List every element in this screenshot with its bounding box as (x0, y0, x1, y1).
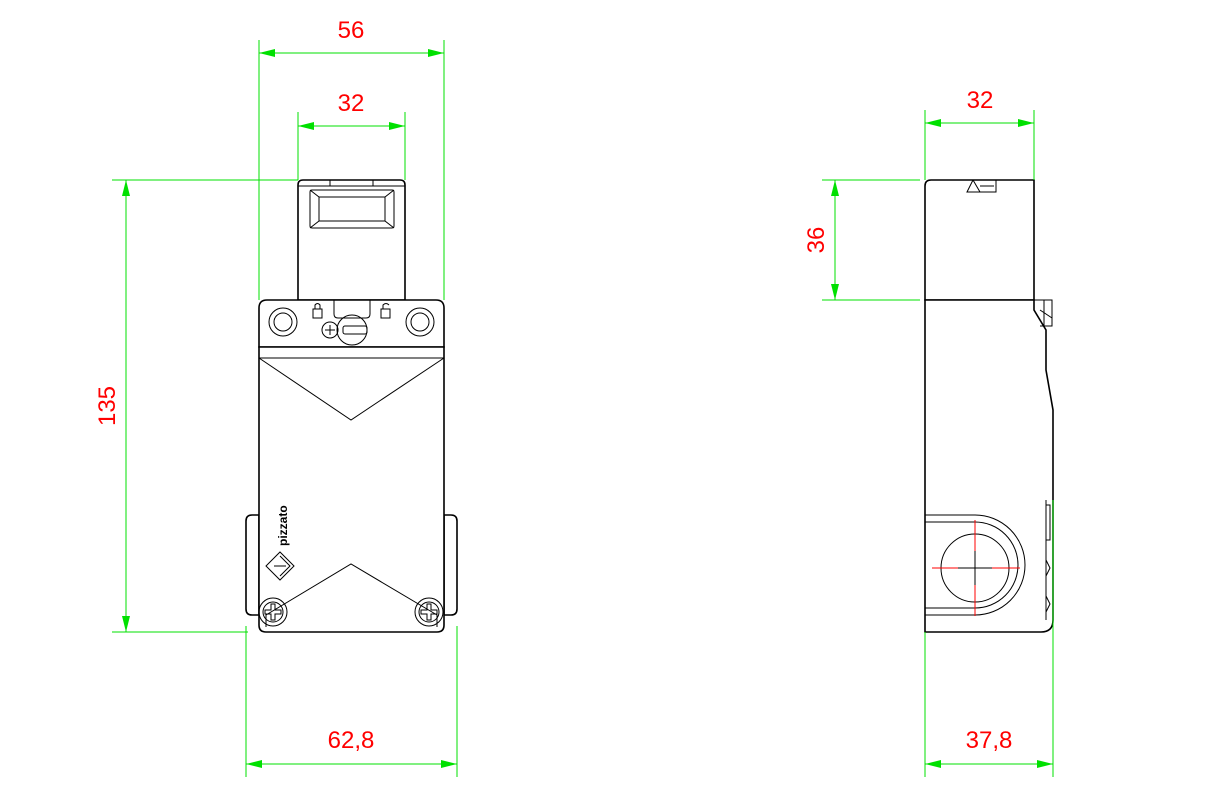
dim-label-56: 56 (338, 17, 365, 44)
dim-label-32-front: 32 (338, 90, 365, 117)
head-hole-right (405, 307, 435, 337)
front-body: pizzato (258, 346, 445, 633)
brand-text: pizzato (276, 505, 290, 546)
dim-label-62-8: 62,8 (328, 727, 375, 754)
screw-icon (321, 321, 339, 339)
front-right-flange (443, 514, 458, 616)
front-head (258, 299, 445, 348)
dim-label-37-8: 37,8 (966, 727, 1013, 754)
front-view: pizzato 56 (94, 17, 458, 777)
brand-logo-icon (265, 551, 295, 581)
dim-label-32-side: 32 (967, 87, 994, 114)
dim-front-135: 135 (94, 179, 298, 633)
bottom-screw-right-icon (414, 597, 444, 627)
front-actuator (297, 179, 406, 301)
bottom-screw-left-icon (258, 597, 288, 627)
dim-label-36: 36 (803, 227, 830, 254)
dim-front-32: 32 (297, 90, 406, 180)
head-hole-left (268, 307, 298, 337)
cable-entry-outline (925, 514, 1026, 616)
side-view: 32 36 37,8 (803, 87, 1054, 777)
dim-front-62-8: 62,8 (245, 626, 458, 777)
dim-label-135: 135 (94, 386, 121, 426)
side-body (924, 299, 1054, 633)
side-actuator (924, 179, 1035, 301)
dim-side-37-8: 37,8 (924, 500, 1054, 777)
lock-open-icon (380, 303, 391, 319)
dim-side-36: 36 (803, 179, 920, 301)
lock-closed-icon (312, 303, 323, 319)
front-left-flange (245, 514, 260, 616)
dim-side-32: 32 (924, 87, 1035, 180)
dim-front-56: 56 (258, 17, 445, 300)
